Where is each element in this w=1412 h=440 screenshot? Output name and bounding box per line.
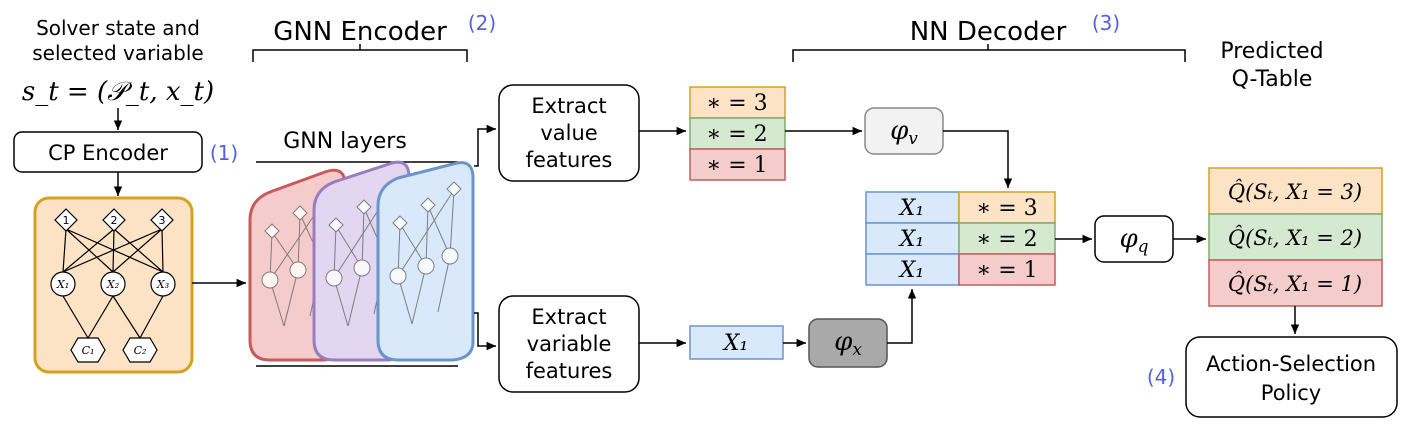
nn-decoder-number: (3) <box>1092 11 1120 35</box>
value-node-3: 3 <box>150 208 174 232</box>
action-selection-policy-box <box>1185 336 1398 418</box>
extract-value-features-box <box>498 84 640 182</box>
svg-text:2: 2 <box>111 214 118 227</box>
value-row-2-label: ∗ = 2 <box>706 122 767 147</box>
variable-node-x1: X₁ <box>50 271 76 297</box>
combined-left-label-2: X₁ <box>898 227 924 252</box>
variable-node-x2: X₂ <box>100 271 126 297</box>
arrow-to-value-features <box>474 124 496 167</box>
constraint-node-c1: C₁ <box>70 337 106 363</box>
gnn-encoder-title: GNN Encoder <box>273 17 447 47</box>
svg-text:C₁: C₁ <box>82 344 95 357</box>
combined-left-label-1: X₁ <box>898 196 924 221</box>
value-row-3-label: ∗ = 3 <box>706 91 767 116</box>
combined-right-label-1: ∗ = 3 <box>976 196 1037 221</box>
q-row-1 <box>1208 259 1383 307</box>
svg-text:C₂: C₂ <box>134 344 147 357</box>
arrow-to-variable-features <box>474 312 496 351</box>
q-row-3-label: Q̂(Sₜ, X₁ = 3) <box>1228 180 1362 204</box>
policy-line1: Action-Selection <box>1206 352 1376 376</box>
solver-state-label-1: Solver state and <box>36 16 200 40</box>
cp-encoder-label: CP Encoder <box>48 141 168 165</box>
combined-right-row-3 <box>958 253 1056 286</box>
extract-variable-line2: variable <box>527 332 612 356</box>
extract-value-line2: value <box>540 121 597 145</box>
combined-right-row-1 <box>958 191 1056 224</box>
combined-right-label-3: ∗ = 1 <box>976 258 1037 283</box>
solver-state-label-2: selected variable <box>32 41 203 65</box>
combined-left-label-3: X₁ <box>898 258 924 283</box>
value-node-2: 2 <box>102 208 126 232</box>
extract-value-line3: features <box>526 148 613 172</box>
cp-encoder-box <box>13 131 203 173</box>
svg-text:X₂: X₂ <box>106 278 119 291</box>
svg-text:X₃: X₃ <box>156 278 169 291</box>
value-row-2 <box>689 117 786 150</box>
value-row-1 <box>689 148 786 181</box>
variable-cell-label: X₁ <box>722 331 748 356</box>
predicted-label-1: Predicted <box>1220 39 1323 64</box>
value-row-1-label: ∗ = 1 <box>706 153 767 178</box>
svg-text:1: 1 <box>63 214 70 227</box>
gnn-encoder-bracket <box>252 44 468 62</box>
nn-decoder-title: NN Decoder <box>910 17 1067 47</box>
variable-node-x3: X₃ <box>150 271 176 297</box>
arrow-phi-v-to-combined <box>943 130 1013 188</box>
policy-number: (4) <box>1147 365 1175 389</box>
combined-right-label-2: ∗ = 2 <box>976 227 1037 252</box>
q-row-3 <box>1208 167 1383 215</box>
predicted-label-2: Q-Table <box>1232 67 1313 92</box>
svg-text:3: 3 <box>159 214 166 227</box>
svg-text:X₁: X₁ <box>56 278 69 291</box>
nn-decoder-bracket <box>792 44 1186 62</box>
q-row-2 <box>1208 213 1383 261</box>
gnn-encoder-number: (2) <box>468 11 496 35</box>
cp-encoder-number: (1) <box>210 141 238 165</box>
q-row-2-label: Q̂(Sₜ, X₁ = 2) <box>1228 226 1362 250</box>
q-row-1-label: Q̂(Sₜ, X₁ = 1) <box>1228 272 1362 296</box>
combined-left-row-3 <box>865 253 960 286</box>
extract-variable-line1: Extract <box>531 305 606 329</box>
gnn-layer-3 <box>376 161 475 362</box>
arrow-phi-x-to-combined <box>887 289 917 344</box>
constraint-node-c2: C₂ <box>122 337 158 363</box>
extract-variable-features-box <box>498 295 640 393</box>
extract-value-line1: Extract <box>531 94 606 118</box>
policy-line2: Policy <box>1261 381 1321 405</box>
extract-variable-line3: features <box>526 359 613 383</box>
variable-cell <box>689 325 784 360</box>
gnn-layers-label: GNN layers <box>283 129 407 154</box>
value-row-3 <box>689 86 786 119</box>
graph-edges <box>62 228 164 339</box>
state-formula: s_t = (𝒫_t, x_t) <box>22 77 214 107</box>
value-node-1: 1 <box>54 208 78 232</box>
